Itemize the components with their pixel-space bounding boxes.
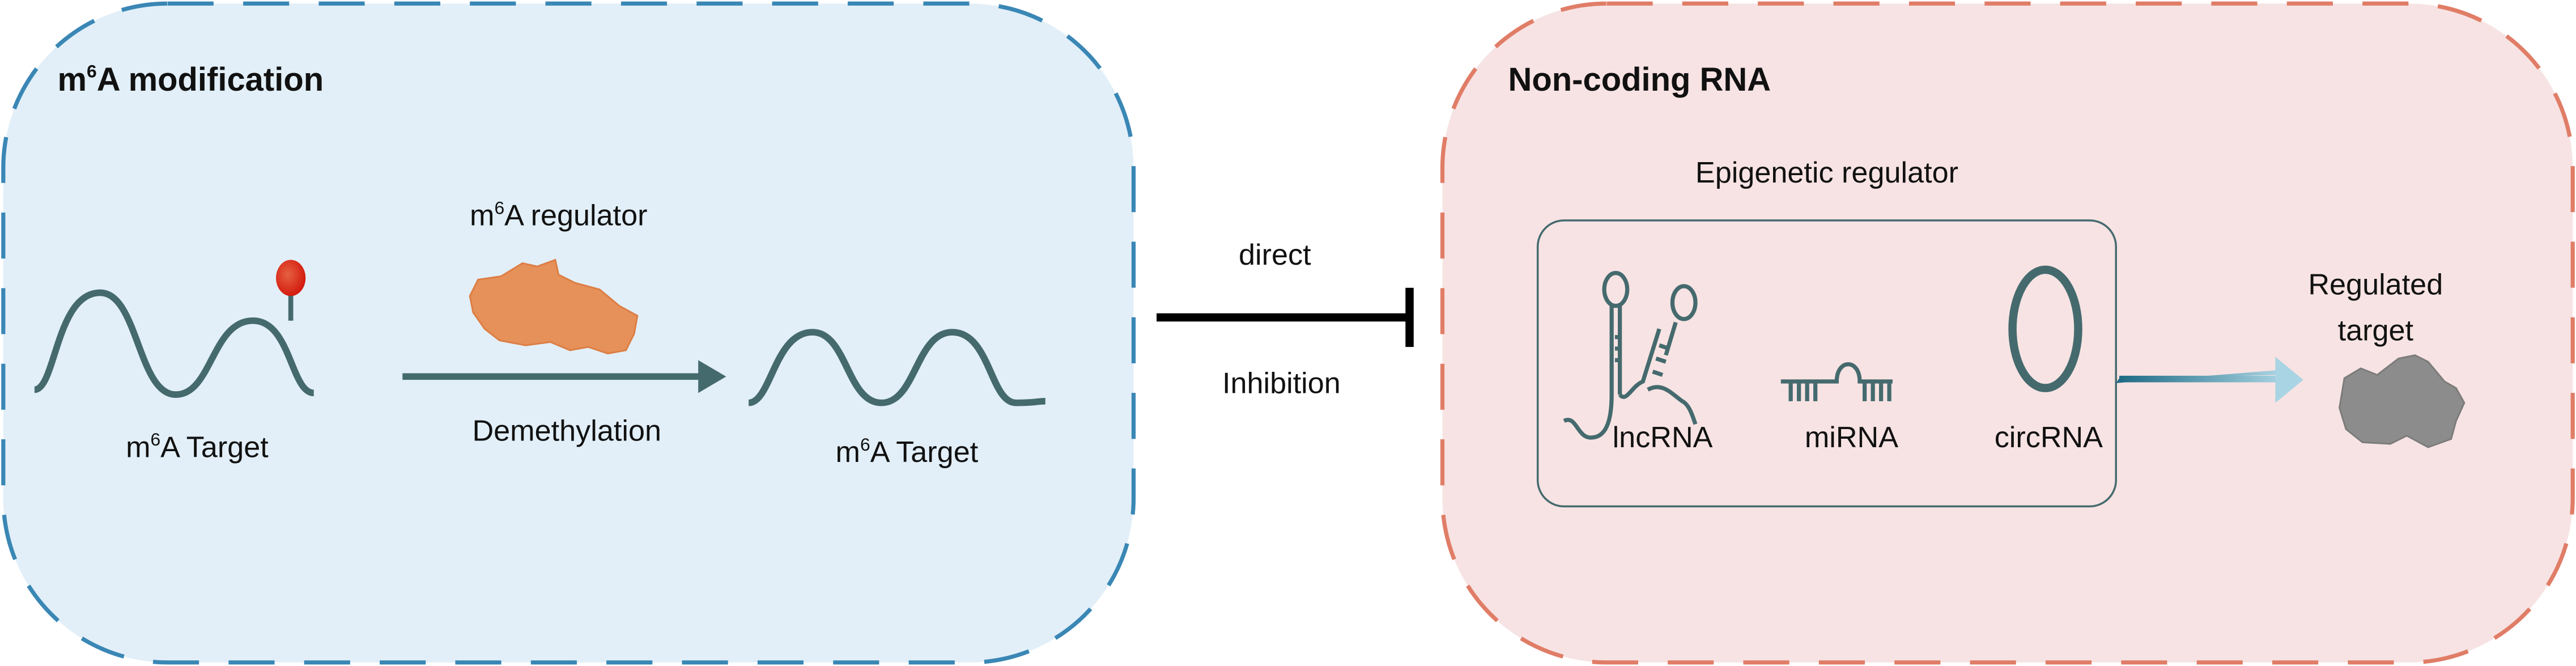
- m6a-modification-panel: m6A modification m6A Target m6A regulato…: [1, 1, 1136, 665]
- m6a-regulator-protein-icon: [469, 258, 639, 355]
- target-label-line1: Regulated: [2308, 268, 2443, 301]
- panel-title: m6A modification: [57, 61, 324, 98]
- process-label: Demethylation: [472, 414, 661, 447]
- lncrna-hairpin-icon: [1563, 271, 1698, 440]
- connector-top-label: direct: [1239, 239, 1311, 272]
- arrowhead-icon: [2275, 357, 2303, 403]
- regulation-arrow-shaft: [2119, 375, 2284, 383]
- panel-border: [1440, 1, 2575, 665]
- regulator-label: m6A regulator: [470, 197, 648, 232]
- mirna-duplex-icon: [1780, 362, 1893, 401]
- mirna-label: miRNA: [1805, 421, 1898, 454]
- demethylated-rna-wave: [748, 329, 1045, 406]
- lncrna-label: lncRNA: [1613, 421, 1713, 454]
- group-label: Epigenetic regulator: [1695, 156, 1958, 189]
- arrowhead-icon: [698, 360, 726, 393]
- circrna-label: circRNA: [1995, 421, 2103, 454]
- regulated-target-protein-icon: [2339, 354, 2466, 448]
- methylated-rna-wave: [33, 289, 314, 398]
- methyl-group-icon: [276, 260, 306, 296]
- target-label-line2: target: [2338, 315, 2414, 347]
- panel-title: Non-coding RNA: [1508, 62, 1771, 98]
- non-coding-rna-panel: Non-coding RNA Epigenetic regulator lncR…: [1440, 1, 2575, 665]
- connector-bottom-label: Inhibition: [1222, 367, 1341, 400]
- circrna-ring-icon: [2008, 265, 2082, 392]
- direct-inhibition-connector: direct Inhibition: [1157, 239, 1414, 400]
- target-before-label: m6A Target: [126, 429, 269, 464]
- epigenetic-regulator-box: [1536, 219, 2117, 508]
- target-after-label: m6A Target: [836, 434, 979, 469]
